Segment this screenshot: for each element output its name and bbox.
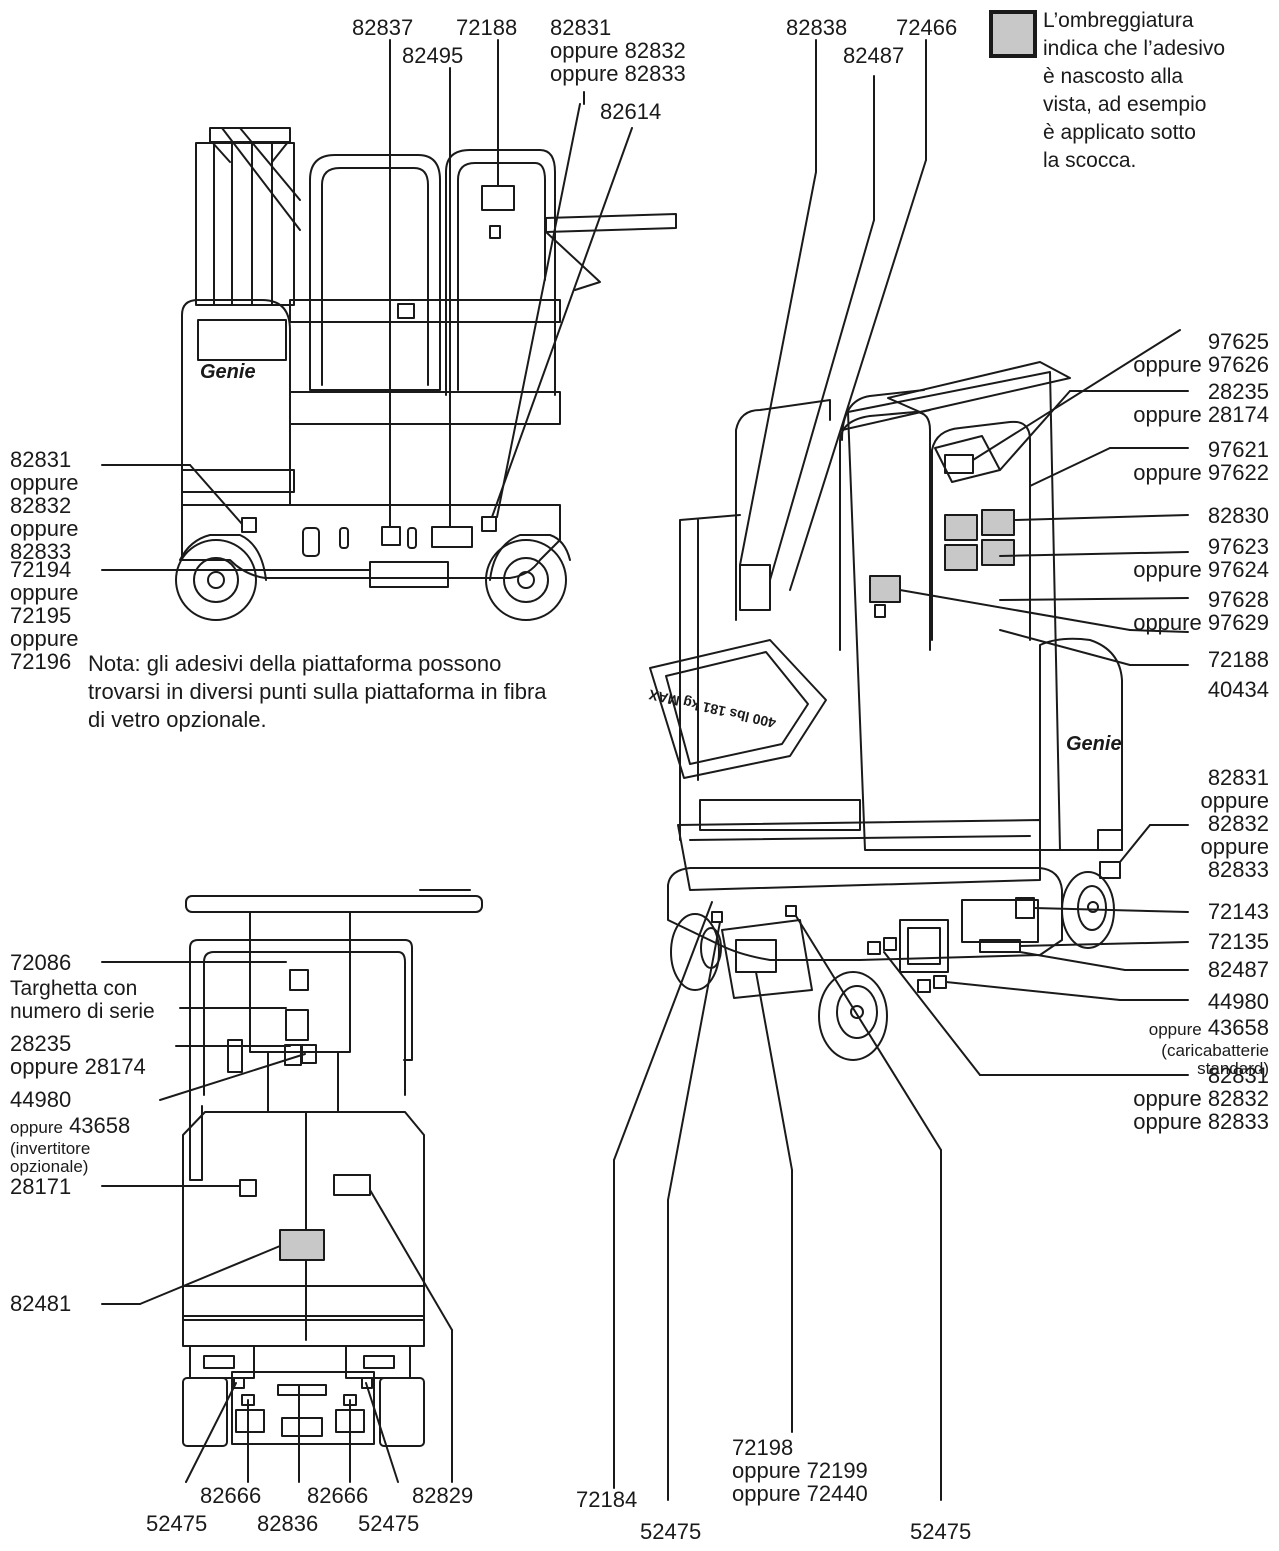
label-28171: 28171 [10, 1174, 72, 1199]
label-72466: 72466 [896, 15, 958, 40]
label-82487-top: 82487 [843, 43, 905, 68]
iso-view-leader-lines [613, 39, 1189, 1501]
label-serial-plate: Targhetta con numero di serie [10, 977, 155, 1023]
label-72143: 72143 [1207, 899, 1269, 924]
label-82837: 82837 [352, 15, 414, 40]
label-44980-iso: 44980 [1207, 989, 1269, 1014]
label-82666-b: 82666 [307, 1483, 369, 1508]
label-97628: 97628 oppure 97629 [1133, 587, 1269, 635]
label-28235-iso: 28235 oppure 28174 [1133, 379, 1269, 427]
label-52475-rear-b: 52475 [358, 1511, 420, 1536]
side-view-machine: Genie [175, 127, 677, 621]
label-82829: 82829 [412, 1483, 474, 1508]
label-97625: 97625 oppure 97626 [1133, 329, 1269, 377]
label-52475-iso-b: 52475 [910, 1519, 972, 1544]
iso-genie-logo: Genie [1066, 733, 1122, 755]
rear-view-leader-lines [101, 961, 453, 1483]
label-82666-a: 82666 [200, 1483, 262, 1508]
label-97621: 97621 oppure 97622 [1133, 437, 1269, 485]
svg-text:400 lbs 181 kg MAX: 400 lbs 181 kg MAX [647, 686, 778, 731]
label-72184: 72184 [576, 1487, 638, 1512]
label-43658-rear: oppure 43658 [10, 1113, 131, 1138]
shaded-legend-swatch [989, 10, 1037, 58]
label-52475-iso-a: 52475 [640, 1519, 702, 1544]
label-charger-note: (caricabatterie standard) [1161, 1041, 1269, 1078]
label-82831-side-left: 82831 oppure 82832 oppure 82833 [10, 447, 79, 564]
label-inverter-note: (invertitore opzionale) [10, 1139, 91, 1176]
label-82495: 82495 [402, 43, 464, 68]
label-44980-rear: 44980 [10, 1087, 72, 1112]
label-72135: 72135 [1207, 929, 1269, 954]
label-82838: 82838 [786, 15, 848, 40]
iso-view-machine: 400 lbs 181 kg MAX Genie [647, 361, 1123, 1061]
legend-text: L’ombreggiatura indica che l’adesivo è n… [1043, 9, 1226, 172]
label-82830: 82830 [1207, 503, 1269, 528]
label-82836: 82836 [257, 1511, 319, 1536]
label-28235-rear: 28235 oppure 28174 [10, 1031, 146, 1079]
label-82831-iso-a: 82831 oppure 82832 oppure 82833 [1200, 765, 1269, 882]
label-82481: 82481 [10, 1291, 72, 1316]
label-72194: 72194 oppure 72195 oppure 72196 [10, 557, 79, 674]
label-72198: 72198 oppure 72199 oppure 72440 [732, 1435, 868, 1506]
side-view-leader-lines [101, 39, 633, 571]
platform-note: Nota: gli adesivi della piattaforma poss… [88, 651, 547, 732]
label-52475-rear-a: 52475 [146, 1511, 208, 1536]
label-82831-iso-b: 82831 oppure 82832 oppure 82833 [1133, 1063, 1269, 1134]
side-genie-logo: Genie [200, 361, 256, 383]
label-72188-iso: 72188 [1207, 647, 1269, 672]
label-40434: 40434 [1207, 677, 1269, 702]
label-43658-iso: oppure 43658 [1148, 1015, 1269, 1040]
label-82831-side-top: 82831 oppure 82832 oppure 82833 [550, 15, 686, 86]
rear-view-machine [182, 889, 483, 1447]
label-82614: 82614 [600, 99, 662, 124]
label-97623: 97623 oppure 97624 [1133, 534, 1269, 582]
label-82487-iso: 82487 [1207, 957, 1269, 982]
label-72188-side: 72188 [456, 15, 518, 40]
label-72086: 72086 [10, 950, 72, 975]
